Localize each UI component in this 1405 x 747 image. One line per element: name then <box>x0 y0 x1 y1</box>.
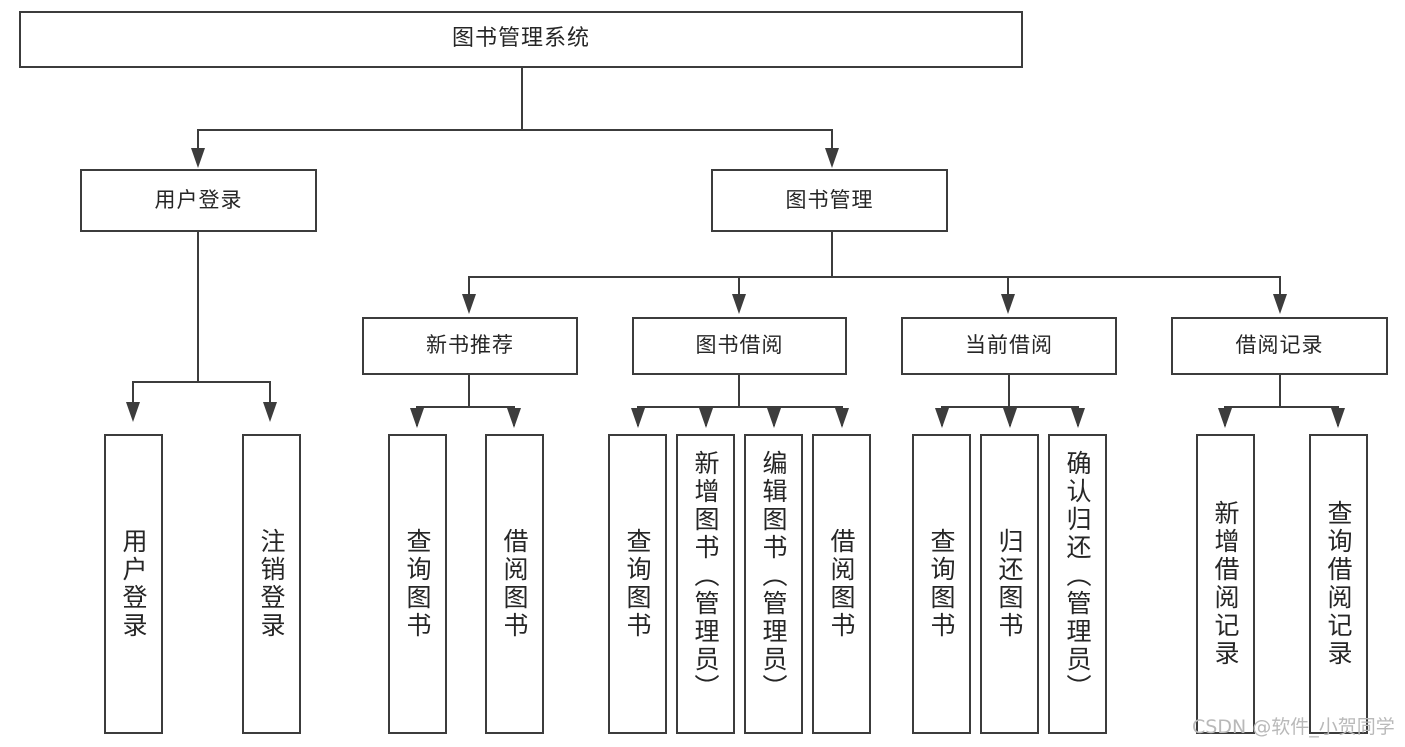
leaf-user-login[interactable]: 用户登录 <box>104 434 163 734</box>
leaf-query-book-borrow[interactable]: 查询图书 <box>608 434 667 734</box>
connector-root-to-book-mgmt <box>831 129 833 151</box>
arrowhead-book-borrow-to-leaf-4 <box>835 408 849 428</box>
arrowhead-current-borrow-to-leaf-2 <box>1003 408 1017 428</box>
node-label: 借阅图书 <box>500 528 529 640</box>
leaf-confirm-return-admin[interactable]: 确认归还（管理员） <box>1048 434 1107 734</box>
watermark-csdn: CSDN @软件_小贺同学 <box>1192 716 1395 738</box>
node-root-system[interactable]: 图书管理系统 <box>19 11 1023 68</box>
arrowhead-current-borrow-to-leaf-1 <box>935 408 949 428</box>
connector-root-bus <box>197 129 833 131</box>
node-label: 编辑图书（管理员） <box>759 450 788 702</box>
leaf-query-book-new[interactable]: 查询图书 <box>388 434 447 734</box>
node-label: 注销登录 <box>257 528 286 640</box>
connector-book-borrow-bus <box>637 406 843 408</box>
connector-user-login-stem <box>197 232 199 382</box>
node-label: 当前借阅 <box>965 333 1053 358</box>
arrowhead-book-borrow-to-leaf-2 <box>699 408 713 428</box>
connector-user-login-bus <box>132 381 270 383</box>
leaf-edit-book-admin[interactable]: 编辑图书（管理员） <box>744 434 803 734</box>
node-label: 新增借阅记录 <box>1211 500 1240 668</box>
arrowhead-book-mgmt-to-borrow-record <box>1273 294 1287 314</box>
arrowhead-new-book-to-leaf-1 <box>410 408 424 428</box>
node-label: 归还图书 <box>995 528 1024 640</box>
node-label: 借阅图书 <box>827 528 856 640</box>
node-label: 用户登录 <box>154 187 243 212</box>
node-current-borrow[interactable]: 当前借阅 <box>901 317 1117 375</box>
arrowhead-user-login-to-leaf-2 <box>263 402 277 422</box>
node-label: 查询图书 <box>403 528 432 640</box>
leaf-add-book-admin[interactable]: 新增图书（管理员） <box>676 434 735 734</box>
leaf-add-borrow-record[interactable]: 新增借阅记录 <box>1196 434 1255 734</box>
arrowhead-user-login-to-leaf-1 <box>126 402 140 422</box>
arrowhead-borrow-record-to-leaf-1 <box>1218 408 1232 428</box>
arrowhead-root-to-user-login <box>191 148 205 168</box>
arrowhead-current-borrow-to-leaf-3 <box>1071 408 1085 428</box>
node-new-book-recommend[interactable]: 新书推荐 <box>362 317 578 375</box>
node-borrow-record[interactable]: 借阅记录 <box>1171 317 1388 375</box>
connector-book-mgmt-to-book-borrow <box>738 276 740 298</box>
leaf-borrow-book[interactable]: 借阅图书 <box>812 434 871 734</box>
node-label: 确认归还（管理员） <box>1063 450 1092 702</box>
node-user-login[interactable]: 用户登录 <box>80 169 317 232</box>
connector-borrow-record-stem <box>1279 375 1281 407</box>
node-label: 查询借阅记录 <box>1324 500 1353 668</box>
connector-borrow-record-bus <box>1224 406 1339 408</box>
connector-book-mgmt-bus <box>468 276 1281 278</box>
node-book-management[interactable]: 图书管理 <box>711 169 948 232</box>
connector-user-login-to-leaf-2 <box>269 381 271 405</box>
arrowhead-book-mgmt-to-book-borrow <box>732 294 746 314</box>
arrowhead-root-to-book-mgmt <box>825 148 839 168</box>
arrowhead-book-borrow-to-leaf-1 <box>631 408 645 428</box>
leaf-query-book-current[interactable]: 查询图书 <box>912 434 971 734</box>
leaf-logout[interactable]: 注销登录 <box>242 434 301 734</box>
node-label: 查询图书 <box>927 528 956 640</box>
node-book-borrow[interactable]: 图书借阅 <box>632 317 847 375</box>
connector-user-login-to-leaf-1 <box>132 381 134 405</box>
node-label: 图书管理 <box>785 187 874 212</box>
arrowhead-new-book-to-leaf-2 <box>507 408 521 428</box>
node-label: 新增图书（管理员） <box>691 450 720 702</box>
connector-book-mgmt-to-new-book <box>468 276 470 298</box>
connector-new-book-bus <box>416 406 515 408</box>
connector-book-mgmt-to-current-borrow <box>1007 276 1009 298</box>
arrowhead-book-mgmt-to-current-borrow <box>1001 294 1015 314</box>
leaf-borrow-book-new[interactable]: 借阅图书 <box>485 434 544 734</box>
arrowhead-book-borrow-to-leaf-3 <box>767 408 781 428</box>
connector-root-stem <box>521 68 523 130</box>
connector-current-borrow-stem <box>1008 375 1010 407</box>
leaf-query-borrow-record[interactable]: 查询借阅记录 <box>1309 434 1368 734</box>
node-label: 图书管理系统 <box>451 26 590 52</box>
connector-book-mgmt-to-borrow-record <box>1279 276 1281 298</box>
arrowhead-borrow-record-to-leaf-2 <box>1331 408 1345 428</box>
node-label: 新书推荐 <box>426 333 514 358</box>
node-label: 图书借阅 <box>695 333 784 358</box>
connector-book-mgmt-stem <box>831 232 833 277</box>
leaf-return-book[interactable]: 归还图书 <box>980 434 1039 734</box>
node-label: 用户登录 <box>119 528 148 640</box>
arrowhead-book-mgmt-to-new-book <box>462 294 476 314</box>
node-label: 查询图书 <box>623 528 652 640</box>
connector-book-borrow-stem <box>738 375 740 407</box>
node-label: 借阅记录 <box>1235 333 1324 358</box>
connector-new-book-stem <box>468 375 470 407</box>
connector-root-to-user-login <box>197 129 199 151</box>
